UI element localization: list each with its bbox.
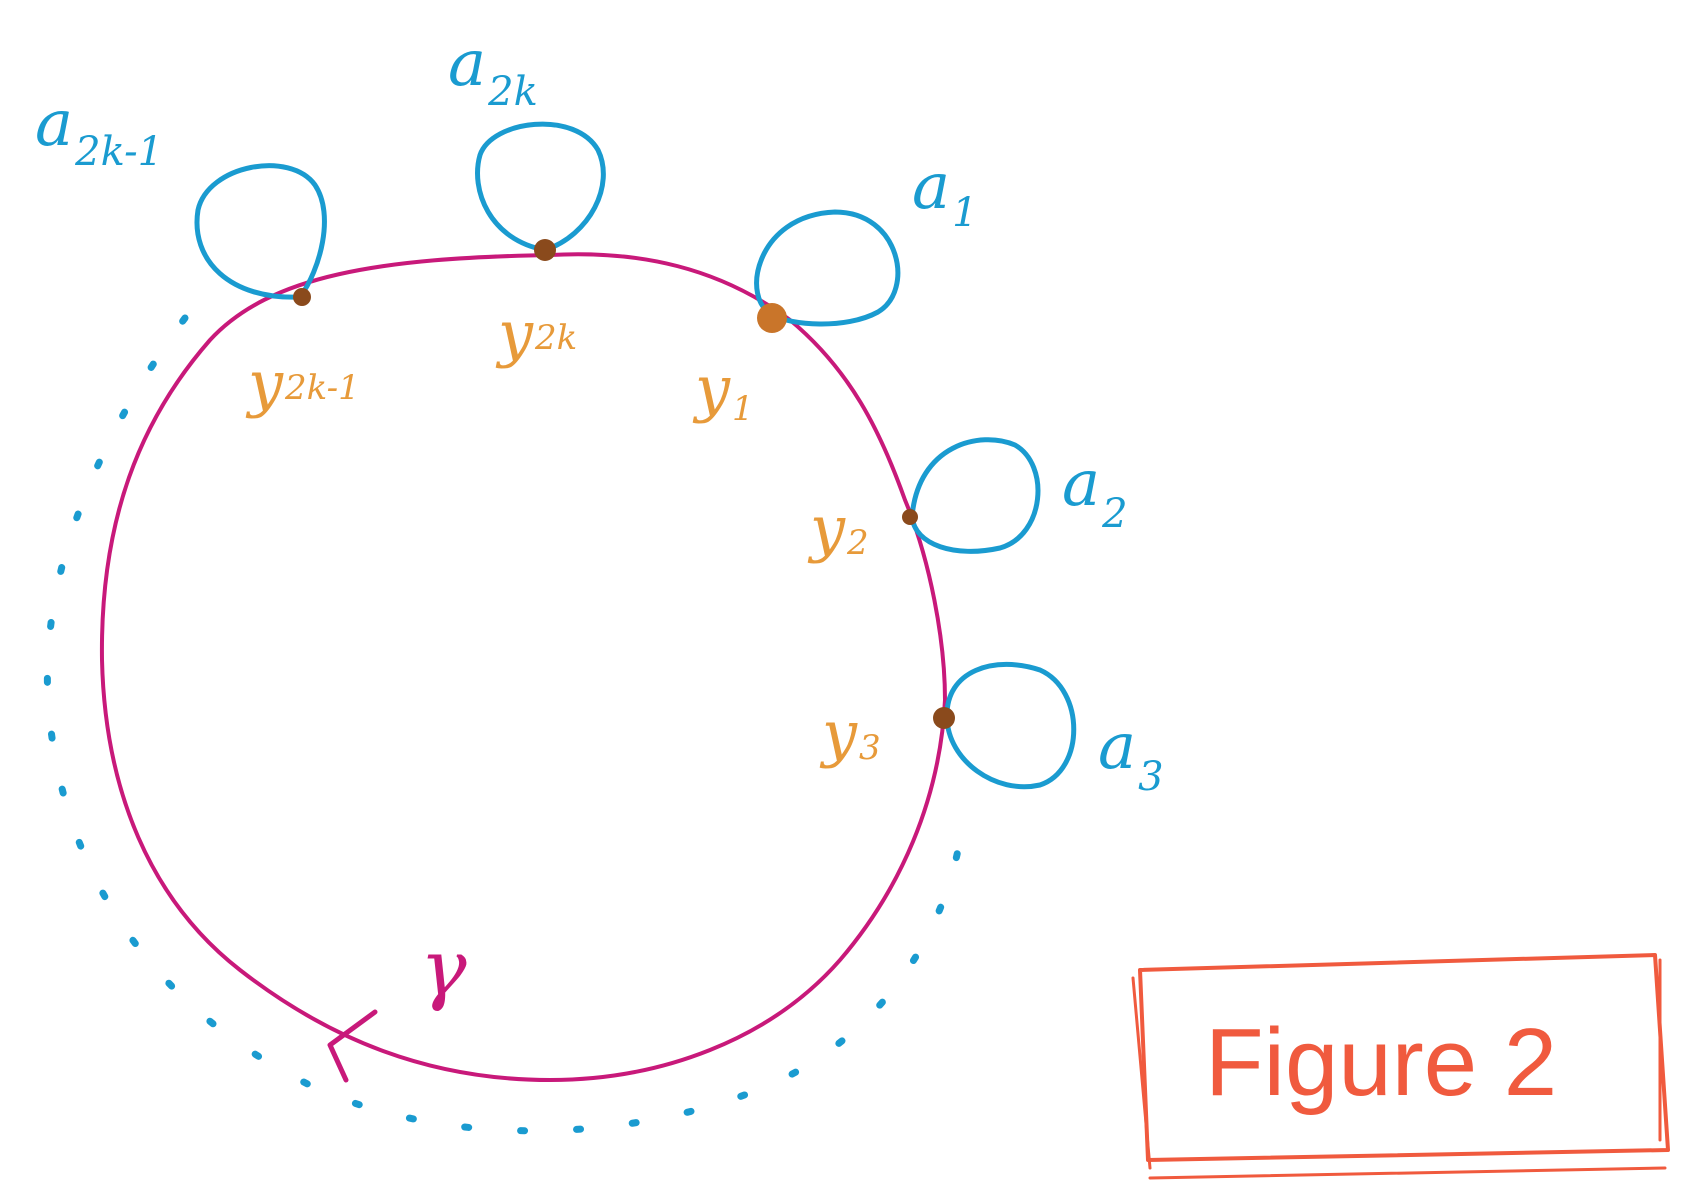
loop-a2k-1 <box>194 163 327 300</box>
label-a2k-1: a2k-1 <box>35 87 163 175</box>
loop-a1 <box>754 209 901 327</box>
label-a2: a2 <box>1062 447 1128 537</box>
label-a2k: a2k <box>448 27 538 115</box>
label-y2k-1: y2k-1 <box>245 347 360 420</box>
label-y3: y3 <box>819 697 881 770</box>
loop-a2k <box>475 121 606 253</box>
point-y2k-dot <box>534 239 556 261</box>
orientation-arrow-icon <box>327 1009 378 1083</box>
point-y3-dot <box>933 707 955 729</box>
loop-a2 <box>909 437 1041 554</box>
point-y2-dot <box>902 509 918 525</box>
figure-frame <box>1138 953 1670 1162</box>
gamma-curve <box>99 252 948 1083</box>
point-y2k-1-dot <box>293 288 311 306</box>
point-y1-dot <box>757 303 787 333</box>
label-a3: a3 <box>1098 710 1164 800</box>
figure-frame-overstroke <box>1131 958 1667 1180</box>
continuation-dashes <box>43 314 964 1135</box>
figure-label: Figure 2 <box>1205 1009 1557 1116</box>
label-y2k: y2k <box>495 297 577 370</box>
label-y1: y1 <box>692 352 754 429</box>
label-a1: a1 <box>912 150 978 236</box>
label-gamma: γ <box>420 924 467 1014</box>
loop-a3 <box>944 661 1077 790</box>
label-y2: y2 <box>807 492 869 565</box>
